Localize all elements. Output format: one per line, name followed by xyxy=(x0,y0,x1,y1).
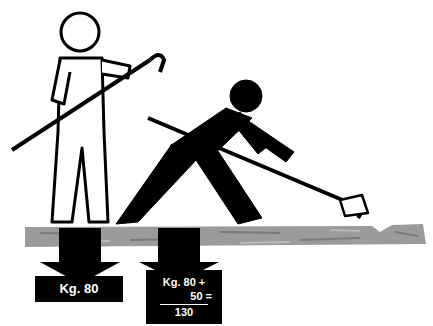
weight-value: Kg. 80 xyxy=(41,281,117,297)
weight-value: Kg. 80 + xyxy=(152,275,216,289)
weight-box: Kg. 80 xyxy=(35,276,123,302)
working-man xyxy=(116,80,368,224)
weight-box: Kg. 80 +50 =130 xyxy=(146,270,222,324)
weight-value: 50 = xyxy=(152,289,216,303)
weight-value: 130 xyxy=(160,304,208,319)
